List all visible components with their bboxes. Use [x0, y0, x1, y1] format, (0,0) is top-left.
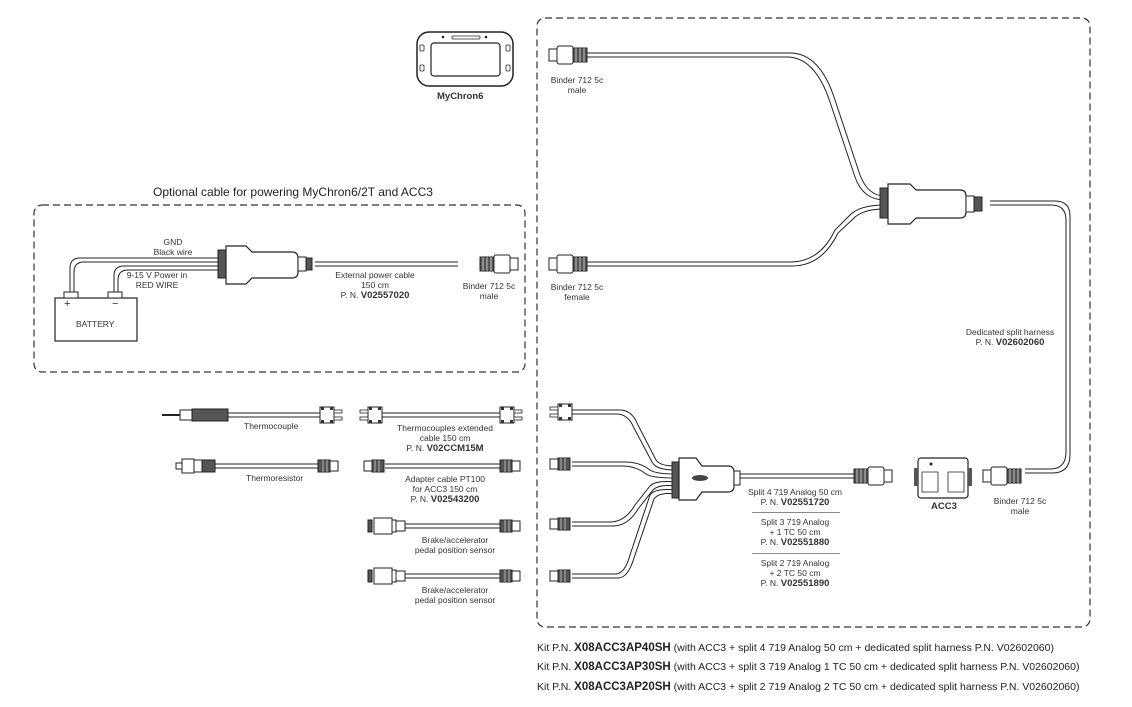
pedal-sensor-2-label: Brake/accelerator pedal position sensor	[405, 585, 505, 605]
harness-pn: P. N. V02602060	[975, 337, 1045, 348]
pedal-1-line1: Brake/accelerator	[421, 535, 489, 545]
split-divider-1	[752, 512, 840, 513]
power-connector-label: Binder 712 5c male	[454, 281, 524, 301]
thermocouple-label: Thermocouple	[244, 421, 299, 431]
acc3-label: ACC3	[931, 501, 957, 512]
power-in-label: 9-15 V Power in RED WIRE	[112, 270, 202, 290]
split-tc-socket-icon	[549, 403, 573, 421]
binder-female-connector-icon	[548, 254, 588, 274]
pedal-sensor-1-icon	[367, 517, 406, 535]
tc-extension-label: Thermocouples extended cable 150 cm P. N…	[385, 423, 505, 454]
split-4-label: Split 4 719 Analog 50 cm P. N. V02551720	[745, 487, 845, 508]
split-plug-1-icon	[549, 457, 571, 471]
cable-label-line1: External power cable	[335, 270, 415, 280]
split-3-pn: P. N. V02551880	[760, 537, 830, 548]
power-cable	[69, 257, 458, 293]
power-section-frame	[33, 204, 526, 373]
pt100-adapter-right-plug-icon	[499, 459, 521, 473]
thermocouple-plug-icon	[319, 406, 343, 424]
pt100-pn: P. N. V02543200	[410, 494, 480, 505]
split-cables	[572, 409, 855, 579]
mychron6-label: MyChron6	[437, 91, 484, 102]
power-splitter-icon	[217, 245, 313, 285]
pedal-sensor-2-plug-icon	[499, 569, 521, 583]
tc-extension-socket-icon	[359, 406, 383, 424]
gnd-label: GND Black wire	[148, 237, 198, 257]
acc3-connector-label: Binder 712 5c male	[985, 496, 1055, 516]
kit-line-2: Kit P.N. X08ACC3AP30SH (with ACC3 + spli…	[537, 661, 1080, 673]
power-binder-male-connector-icon	[479, 254, 519, 274]
cable-label-line2: 150 cm	[361, 280, 389, 290]
pt100-line1: Adapter cable PT100	[405, 474, 485, 484]
female-connector-line2: female	[564, 292, 590, 302]
split-4-line1: Split 4 719 Analog 50 cm	[747, 487, 843, 497]
female-connector-label: Binder 712 5c female	[542, 282, 612, 302]
split-2-line2: + 2 TC 50 cm	[769, 568, 821, 578]
pedal-1-line2: pedal position sensor	[414, 545, 496, 555]
pt100-adapter-label: Adapter cable PT100 for ACC3 150 cm P. N…	[390, 474, 500, 505]
harness-splitter-icon	[879, 183, 983, 225]
split-plug-3-icon	[549, 569, 571, 583]
dedicated-harness-label: Dedicated split harness P. N. V02602060	[960, 327, 1060, 348]
acc3-input-connector-icon	[853, 466, 893, 486]
pedal-2-line2: pedal position sensor	[414, 595, 496, 605]
battery-icon	[54, 291, 138, 342]
mychron6-device-icon	[416, 31, 514, 87]
top-binder-male-connector-icon	[548, 45, 588, 65]
split-4-pn: P. N. V02551720	[760, 497, 830, 508]
power-in-line2: RED WIRE	[135, 280, 179, 290]
power-connector-line1: Binder 712 5c	[462, 281, 516, 291]
pedal-2-line1: Brake/accelerator	[421, 585, 489, 595]
tc-extension-plug-icon	[499, 406, 523, 424]
acc3-module-icon	[914, 457, 972, 499]
top-connector-line2: male	[567, 85, 587, 95]
battery-minus: −	[112, 298, 119, 310]
split-divider-2	[752, 553, 840, 554]
gnd-label-line1: GND	[163, 237, 183, 247]
harness-section-frame	[536, 17, 1091, 628]
tc-extension-line2: cable 150 cm	[419, 433, 471, 443]
kit-line-1: Kit P.N. X08ACC3AP40SH (with ACC3 + spli…	[537, 642, 1054, 654]
tc-extension-line1: Thermocouples extended	[397, 423, 493, 433]
kit-line-3: Kit P.N. X08ACC3AP20SH (with ACC3 + spli…	[537, 681, 1080, 693]
pt100-adapter-left-plug-icon	[363, 459, 385, 473]
pedal-sensor-2-icon	[367, 567, 406, 585]
split-2-line1: Split 2 719 Analog	[760, 558, 830, 568]
acc3-connector-line2: male	[1010, 506, 1030, 516]
harness-cables	[587, 52, 1071, 474]
split-hub-icon	[671, 457, 741, 501]
pedal-sensor-1-plug-icon	[499, 519, 521, 533]
gnd-label-line2: Black wire	[153, 247, 193, 257]
acc3-connector-line1: Binder 712 5c	[993, 496, 1047, 506]
split-3-label: Split 3 719 Analog + 1 TC 50 cm P. N. V0…	[745, 517, 845, 548]
thermoresistor-plug-icon	[317, 459, 339, 473]
external-power-cable-label: External power cable 150 cm P. N. V02557…	[330, 270, 420, 301]
split-2-pn: P. N. V02551890	[760, 578, 830, 589]
power-section-title: Optional cable for powering MyChron6/2T …	[153, 185, 433, 199]
thermoresistor-label: Thermoresistor	[246, 473, 304, 483]
split-2-label: Split 2 719 Analog + 2 TC 50 cm P. N. V0…	[745, 558, 845, 589]
thermocouple-sensor-icon	[162, 408, 229, 422]
tc-extension-pn: P. N. V02CCM15M	[406, 443, 484, 454]
thermoresistor-sensor-icon	[175, 458, 216, 474]
acc3-binder-male-connector-icon	[982, 466, 1022, 486]
harness-label-line: Dedicated split harness	[965, 327, 1055, 337]
battery-plus: +	[64, 298, 71, 310]
split-3-line2: + 1 TC 50 cm	[769, 527, 821, 537]
cable-pn: P. N. V02557020	[340, 290, 410, 301]
split-3-line1: Split 3 719 Analog	[760, 517, 830, 527]
split-plug-2-icon	[549, 517, 571, 531]
power-in-line1: 9-15 V Power in	[126, 270, 188, 280]
pedal-sensor-1-label: Brake/accelerator pedal position sensor	[405, 535, 505, 555]
battery-label: BATTERY	[76, 319, 115, 329]
pt100-line2: for ACC3 150 cm	[412, 484, 478, 494]
female-connector-line1: Binder 712 5c	[550, 282, 604, 292]
top-connector-line1: Binder 712 5c	[550, 75, 604, 85]
top-connector-label: Binder 712 5c male	[542, 75, 612, 95]
power-connector-line2: male	[479, 291, 499, 301]
